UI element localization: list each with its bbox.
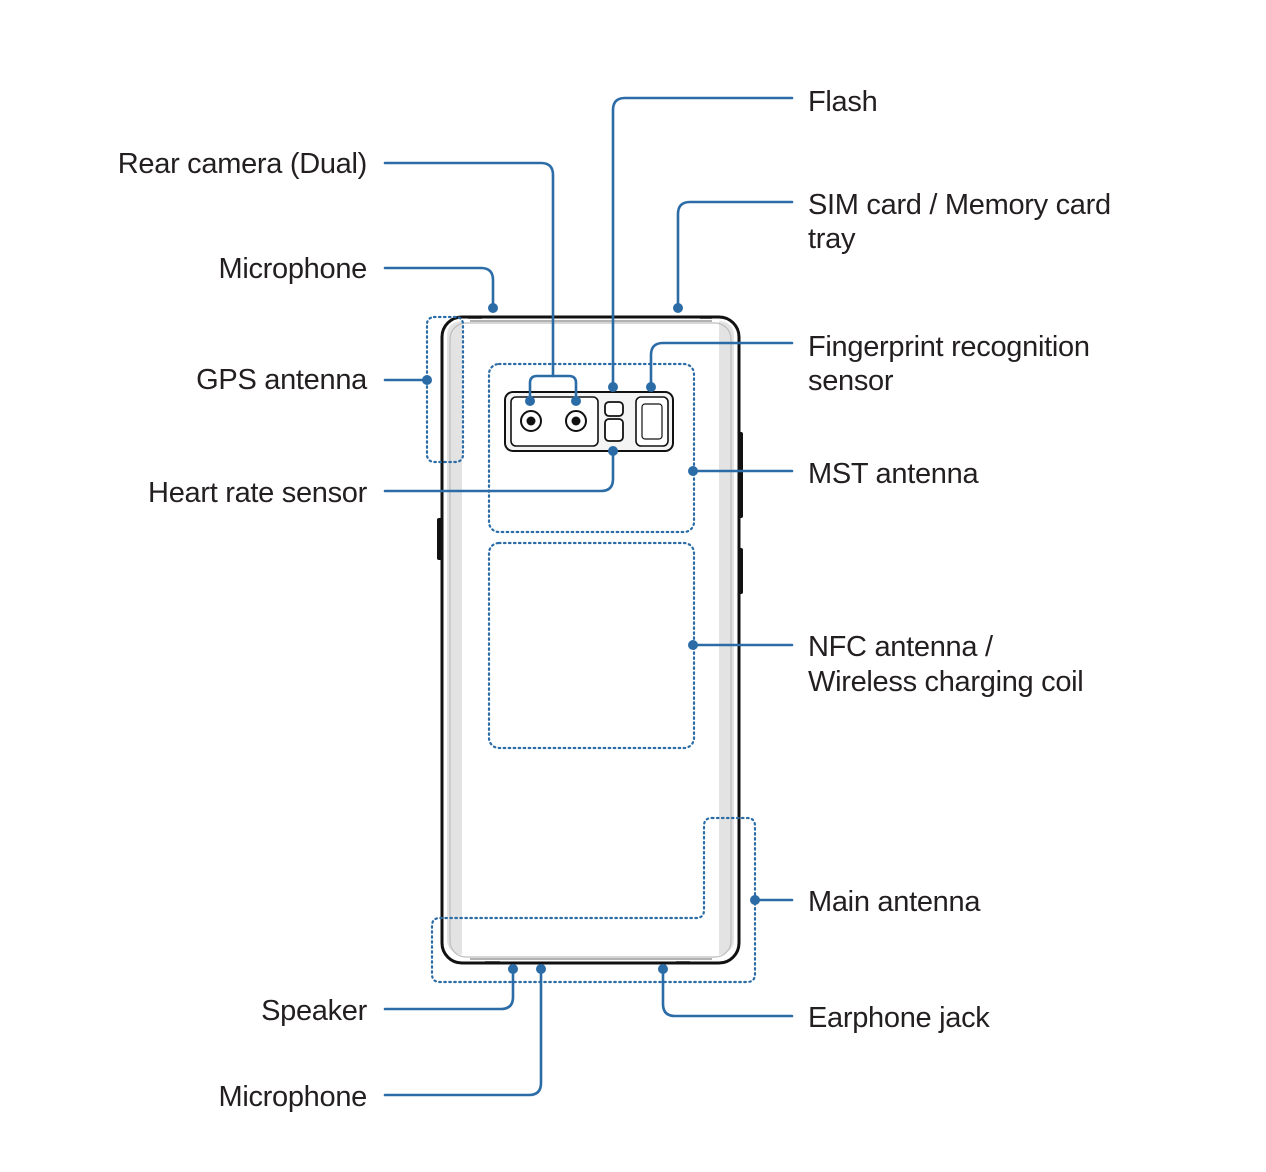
flash-icon [604, 401, 624, 417]
label-sim-tray-line2: tray [808, 223, 856, 255]
gps-antenna-dot [422, 375, 432, 385]
earphone-jack-dot [658, 964, 668, 974]
rear-camera-dot-left [525, 396, 535, 406]
label-earphone-jack: Earphone jack [808, 1002, 990, 1034]
rear-camera-leader [383, 161, 555, 378]
phone-back-panel [449, 322, 732, 958]
heart-rate-leader [383, 450, 615, 493]
nfc-antenna-dot [688, 640, 698, 650]
rear-camera-bracket [528, 374, 578, 402]
phone-right-edge-shading [719, 321, 734, 955]
speaker-leader [383, 968, 515, 1011]
label-fingerprint-line2: sensor [808, 365, 894, 397]
fingerprint-leader [649, 341, 794, 388]
speaker-dot [508, 964, 518, 974]
dual-camera-module [504, 391, 674, 452]
label-main-antenna: Main antenna [808, 886, 981, 918]
label-speaker: Speaker [261, 995, 368, 1027]
mst-antenna-dot [688, 466, 698, 476]
mst-antenna-region [487, 362, 696, 534]
microphone-bottom-leader [383, 968, 543, 1097]
label-microphone-bottom: Microphone [218, 1081, 367, 1113]
microphone-top-leader [383, 266, 495, 309]
nfc-antenna-region [487, 541, 696, 750]
label-fingerprint-line1: Fingerprint recognition [808, 331, 1090, 363]
label-rear-camera: Rear camera (Dual) [118, 148, 367, 180]
microphone-top-dot [488, 303, 498, 313]
label-flash: Flash [808, 86, 877, 118]
sim-tray-dot [673, 303, 683, 313]
microphone-bottom-dot [536, 964, 546, 974]
camera-lens-right [565, 410, 587, 432]
flash-leader-dot [608, 382, 618, 392]
phone-left-edge-shading [447, 321, 462, 955]
gps-antenna-region [425, 315, 465, 464]
phone-body [440, 315, 741, 965]
label-nfc-line2: Wireless charging coil [808, 666, 1083, 698]
label-microphone-top: Microphone [218, 253, 367, 285]
earphone-jack-leader [661, 968, 794, 1018]
label-heart-rate-sensor: Heart rate sensor [148, 477, 368, 509]
main-antenna-region [430, 816, 757, 984]
heart-rate-dot [608, 446, 618, 456]
flash-leader [611, 96, 794, 389]
label-gps-antenna: GPS antenna [196, 364, 368, 396]
label-nfc-line1: NFC antenna / [808, 631, 994, 663]
heart-rate-sensor-icon [604, 418, 624, 442]
main-antenna-dot [750, 895, 760, 905]
label-sim-tray-line1: SIM card / Memory card [808, 189, 1111, 221]
phone-back-illustration [437, 315, 743, 965]
fingerprint-dot [646, 382, 656, 392]
sim-tray-leader [676, 200, 794, 309]
label-mst-antenna: MST antenna [808, 458, 979, 490]
camera-lens-left [520, 410, 542, 432]
rear-camera-dot-right [571, 396, 581, 406]
